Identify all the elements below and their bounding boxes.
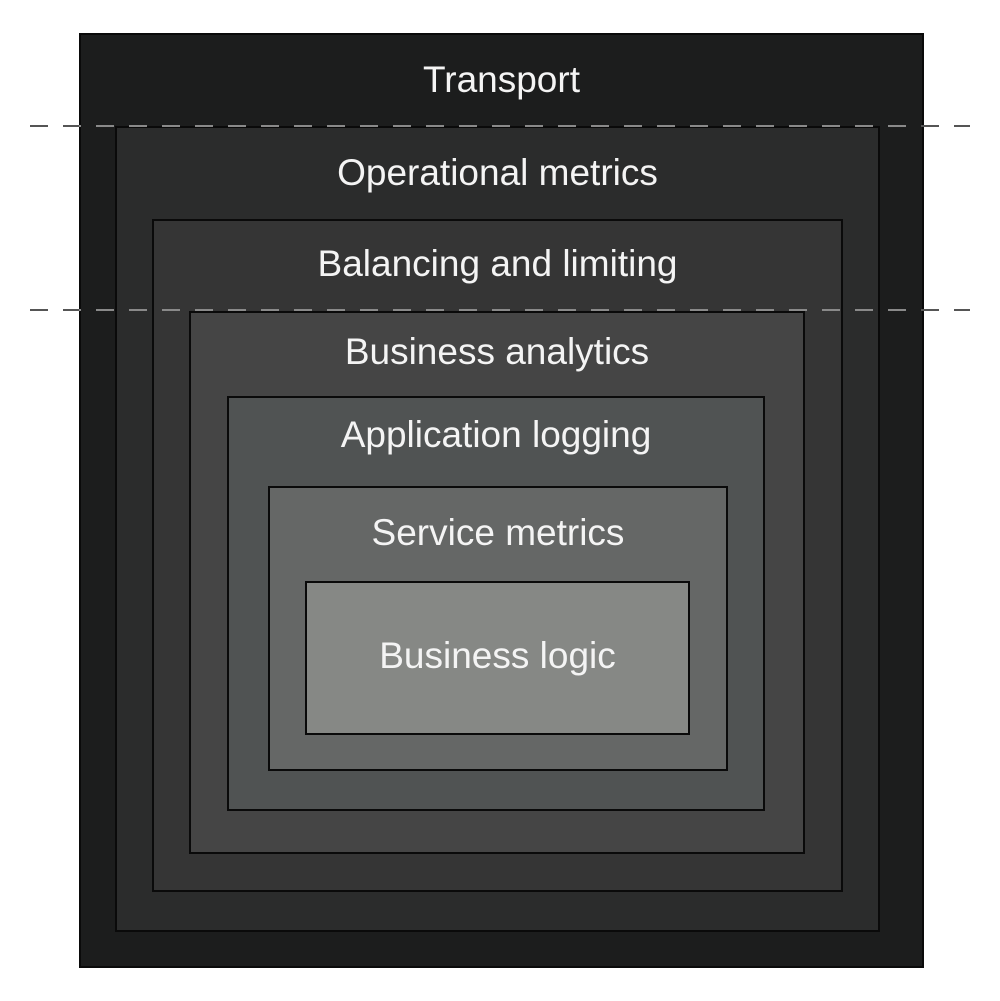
- layer-label: Business analytics: [344, 331, 650, 372]
- layer-label: Operational metrics: [337, 152, 658, 193]
- layer-label: Transport: [423, 59, 580, 100]
- layer-label: Service metrics: [371, 512, 625, 553]
- layer-label: Business logic: [379, 635, 616, 676]
- layer-label: Application logging: [340, 414, 652, 455]
- boundary-dashed-line-bottom: [30, 309, 970, 311]
- layer-business-logic: Business logic: [305, 581, 690, 735]
- boundary-dashed-line-top: [30, 125, 970, 127]
- layer-label: Balancing and limiting: [317, 243, 678, 284]
